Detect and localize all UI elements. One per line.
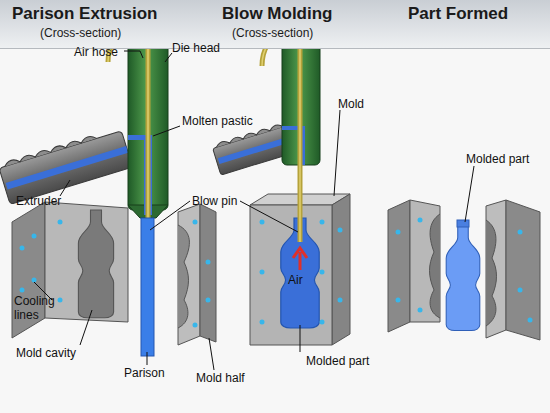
illustration-path bbox=[430, 214, 441, 318]
illustration-polygon bbox=[506, 200, 540, 340]
illustration-circle bbox=[58, 298, 63, 303]
illustration-circle bbox=[320, 220, 325, 225]
part-label: Molded part bbox=[306, 354, 369, 368]
illustration-circle bbox=[338, 298, 343, 303]
illustration-line bbox=[165, 53, 172, 62]
illustration-circle bbox=[260, 270, 265, 275]
illustration-polygon bbox=[250, 205, 332, 345]
illustration-line bbox=[153, 126, 180, 136]
illustration-polygon bbox=[486, 200, 506, 338]
illustration-circle bbox=[32, 278, 37, 283]
illustration-rect bbox=[6, 146, 129, 190]
illustration-use bbox=[78, 210, 113, 318]
part-label: Mold half bbox=[196, 371, 245, 385]
extruder bbox=[0, 127, 133, 205]
part-label: Air hose bbox=[74, 45, 118, 59]
illustration-line bbox=[209, 338, 214, 370]
illustration-path bbox=[262, 31, 300, 242]
illustration-line bbox=[240, 201, 298, 232]
illustration-polygon bbox=[388, 200, 410, 332]
illustration-line bbox=[60, 180, 70, 196]
illustration-circle bbox=[20, 246, 25, 251]
part-label: Mold bbox=[338, 97, 364, 111]
illustration-polygon bbox=[45, 202, 128, 322]
column-heading: Parison Extrusion bbox=[12, 4, 157, 24]
illustration-polygon bbox=[410, 200, 440, 322]
illustration-circle bbox=[206, 260, 211, 265]
illustration-rect bbox=[0, 131, 133, 205]
illustration-line bbox=[80, 310, 92, 345]
mold-half-left bbox=[388, 200, 440, 332]
part-label: Blow pin bbox=[192, 194, 237, 208]
mold-half-right bbox=[178, 204, 216, 345]
illustration-circle bbox=[418, 308, 423, 313]
parison bbox=[141, 218, 154, 356]
air-arrow bbox=[293, 248, 307, 270]
illustration-circle bbox=[320, 320, 325, 325]
part-label: Mold cavity bbox=[16, 346, 76, 360]
part-label: Molten pastic bbox=[182, 114, 253, 128]
air-hose bbox=[262, 31, 300, 242]
part-label: Molded part bbox=[466, 152, 529, 166]
illustration-polygon bbox=[332, 194, 350, 345]
illustration-line bbox=[334, 110, 340, 196]
column-subheading: (Cross-section) bbox=[232, 26, 313, 40]
illustration-circle bbox=[193, 220, 198, 225]
illustration-circle bbox=[396, 298, 401, 303]
illustration-rect bbox=[218, 136, 292, 164]
illustration-circle bbox=[518, 230, 523, 235]
part-label: Cooling lines bbox=[14, 294, 58, 322]
illustration-line bbox=[147, 352, 148, 365]
part-label: Parison bbox=[124, 366, 165, 380]
illustration-circle bbox=[528, 318, 533, 323]
illustration-line bbox=[150, 201, 190, 230]
column-heading: Blow Molding bbox=[222, 4, 332, 24]
illustration-circle bbox=[260, 220, 265, 225]
molded-bottle bbox=[446, 220, 480, 331]
column-heading: Part Formed bbox=[408, 4, 508, 24]
illustration-path bbox=[178, 225, 189, 328]
illustration-path bbox=[486, 220, 497, 326]
illustration-rect bbox=[457, 220, 469, 227]
leader-lines bbox=[34, 51, 474, 370]
illustration-circle bbox=[338, 228, 343, 233]
illustration-circle bbox=[260, 320, 265, 325]
illustration-circle bbox=[32, 234, 37, 239]
illustration-circle bbox=[206, 298, 211, 303]
illustration-circle bbox=[320, 270, 325, 275]
header-band: Parison Extrusion (Cross-section) Blow Mol… bbox=[0, 0, 550, 49]
column-subheading: (Cross-section) bbox=[40, 26, 121, 40]
part-label: Die head bbox=[172, 41, 220, 55]
illustration-polyline bbox=[124, 51, 143, 58]
illustration-circle bbox=[193, 323, 198, 328]
illustration-circle bbox=[20, 288, 25, 293]
part-label: Air bbox=[288, 273, 303, 287]
part-label: Extruder bbox=[16, 194, 61, 208]
mold-half-right bbox=[486, 200, 540, 340]
illustration-circle bbox=[396, 230, 401, 235]
illustration-circle bbox=[58, 220, 63, 225]
illustration-polygon bbox=[200, 204, 216, 342]
illustration-circle bbox=[418, 218, 423, 223]
illustration-line bbox=[465, 166, 474, 222]
illustration-polygon bbox=[178, 204, 200, 345]
illustration-circle bbox=[518, 288, 523, 293]
illustration-use bbox=[446, 226, 480, 331]
illustration-line bbox=[300, 325, 301, 352]
illustration-path bbox=[262, 31, 300, 242]
mold-half-left bbox=[12, 202, 128, 338]
